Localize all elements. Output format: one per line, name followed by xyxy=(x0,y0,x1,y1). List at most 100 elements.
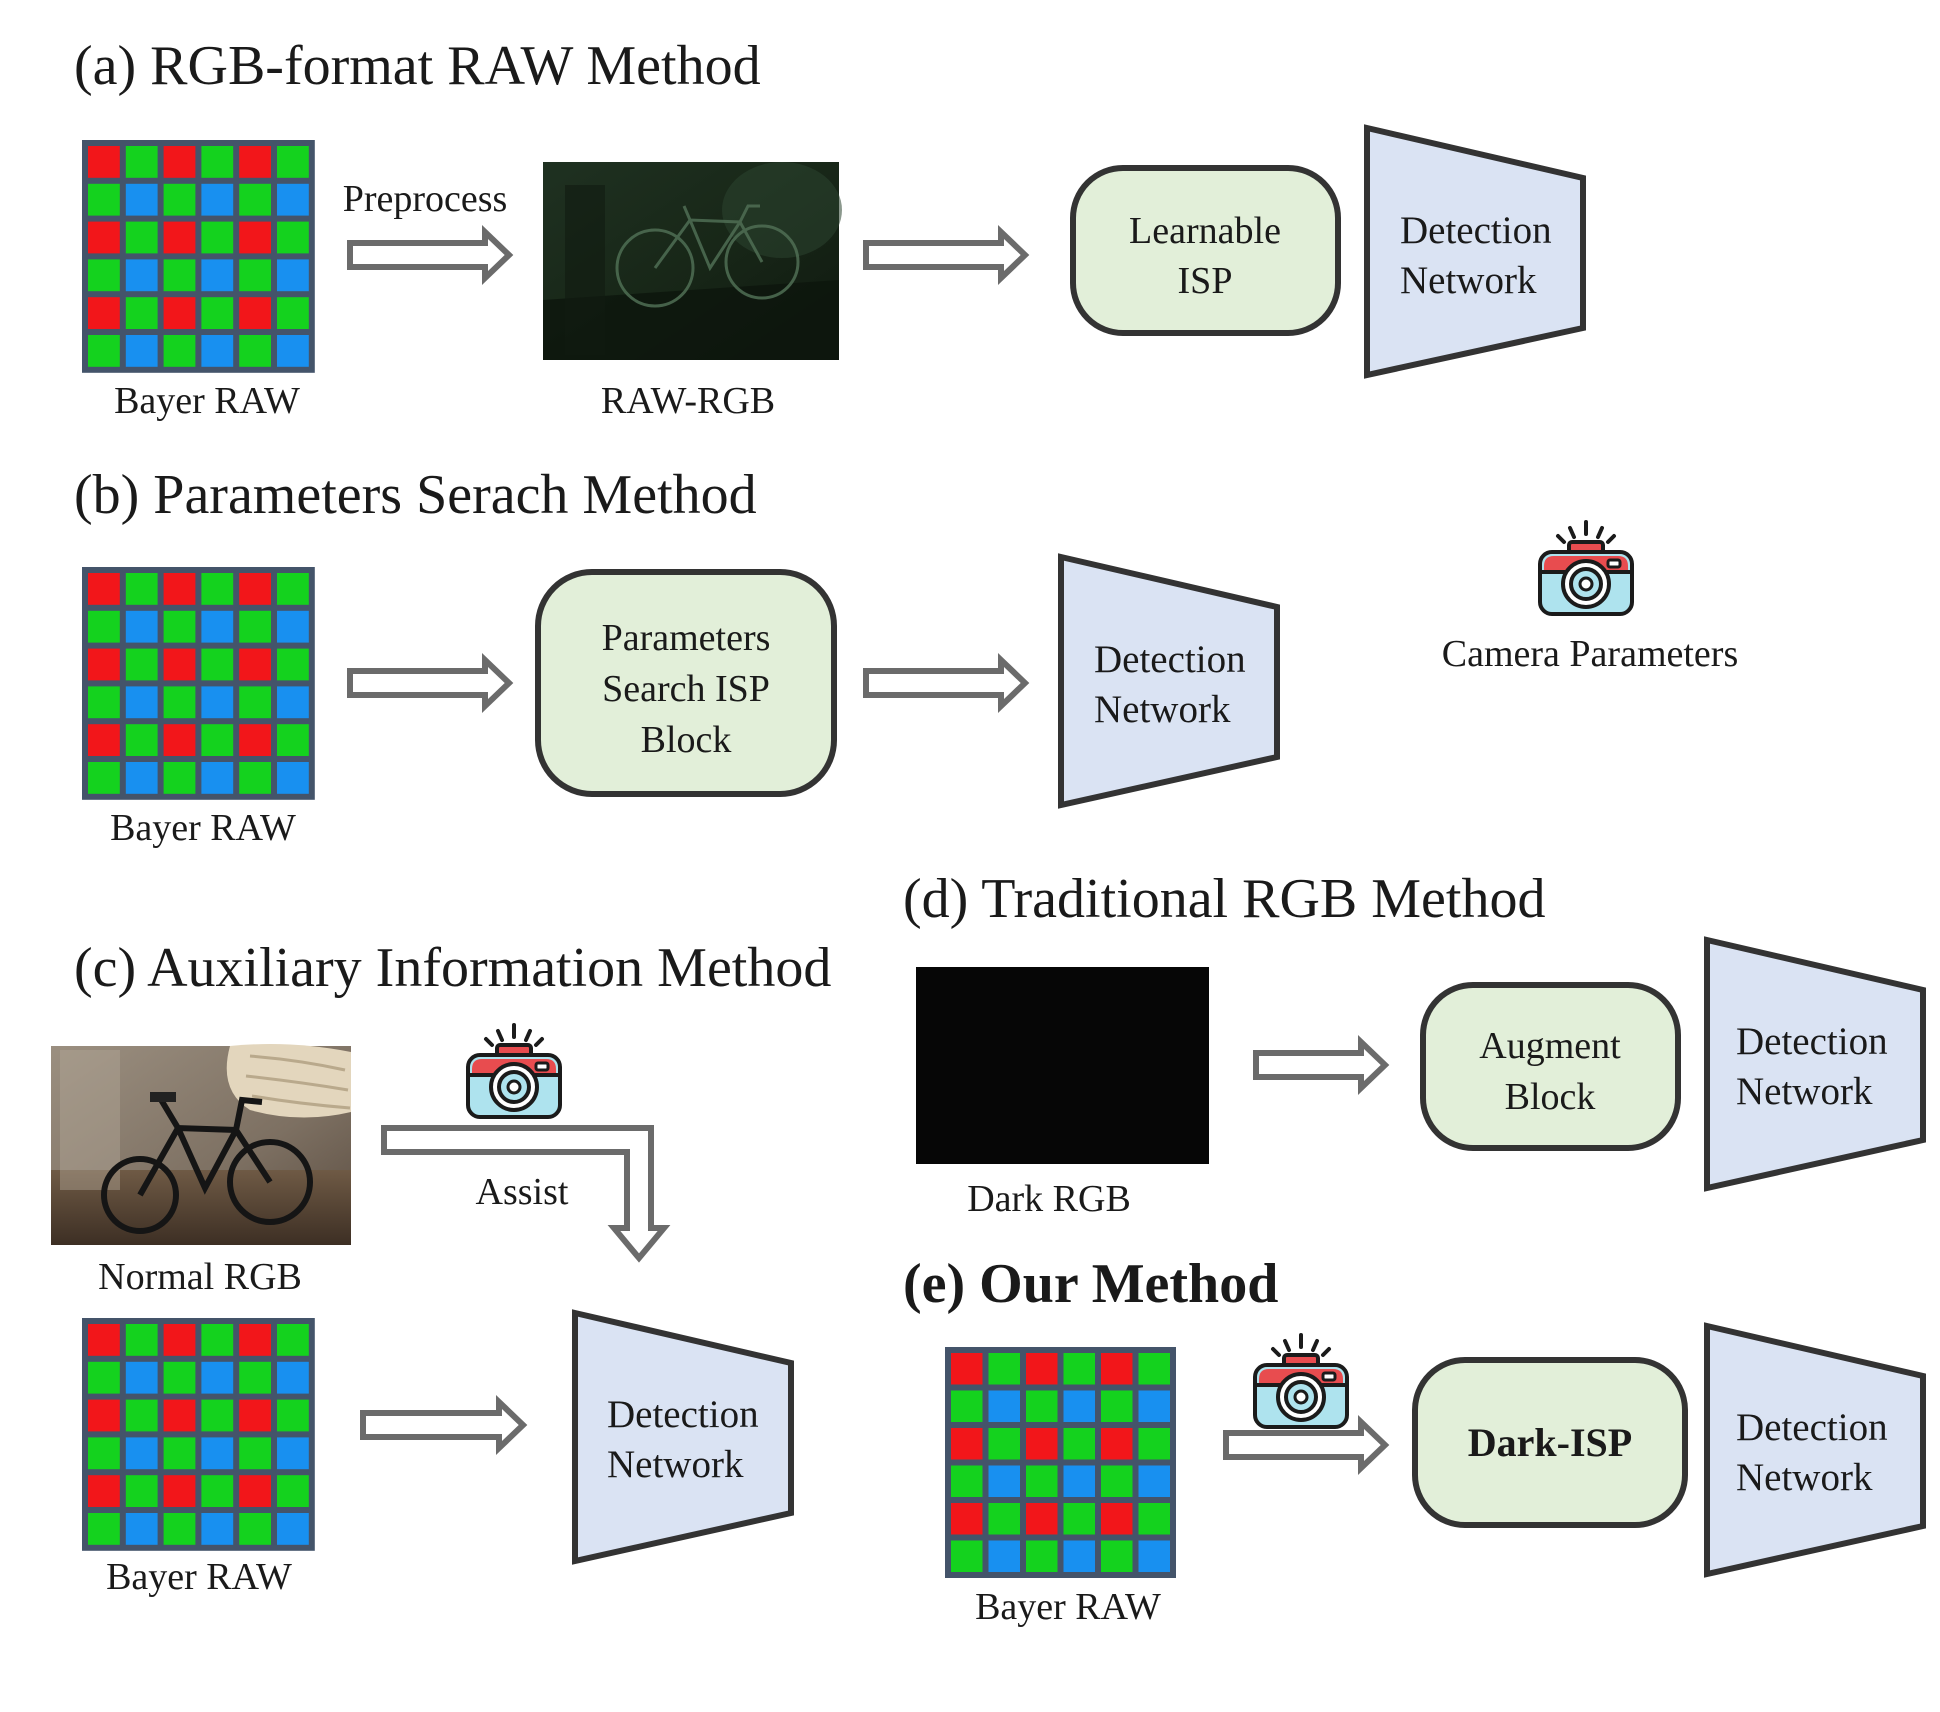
detection-network-e: Detection Network xyxy=(1704,1322,1926,1578)
preprocess-label: Preprocess xyxy=(343,178,508,220)
bayer-caption-b: Bayer RAW xyxy=(110,807,296,849)
bayer-cell xyxy=(239,1437,271,1470)
bayer-cell xyxy=(239,648,271,681)
bayer-cell xyxy=(988,1503,1020,1535)
bayer-cell xyxy=(277,1437,309,1470)
augment-block-line1: Augment xyxy=(1479,1025,1621,1067)
bayer-cell xyxy=(239,573,271,605)
arrow-b-bayer-to-block xyxy=(347,652,514,714)
bayer-cell xyxy=(1138,1353,1170,1385)
dark-isp-block: Dark-ISP xyxy=(1412,1357,1688,1528)
param-block-line1: Parameters xyxy=(602,617,771,659)
bayer-cell xyxy=(239,1361,271,1394)
detect-d-line2: Network xyxy=(1736,1070,1873,1113)
bayer-cell xyxy=(1101,1465,1133,1497)
bayer-cell xyxy=(277,297,309,329)
normal-rgb-caption: Normal RGB xyxy=(98,1256,302,1298)
detect-c-line1: Detection xyxy=(607,1393,759,1436)
bayer-cell xyxy=(1063,1428,1095,1460)
bayer-cell xyxy=(1101,1428,1133,1460)
bayer-cell xyxy=(277,686,309,719)
bayer-cell xyxy=(1026,1503,1058,1535)
bayer-cell xyxy=(125,297,158,329)
bayer-cell xyxy=(163,724,196,756)
bayer-cell xyxy=(88,1437,120,1470)
camera-icon xyxy=(1253,1333,1349,1429)
bayer-cell xyxy=(88,573,120,605)
bayer-cell xyxy=(951,1428,983,1460)
bayer-pattern-b xyxy=(82,567,315,800)
bayer-cell xyxy=(277,1324,309,1356)
bayer-cell xyxy=(163,573,196,605)
bayer-cell xyxy=(277,1399,309,1432)
bayer-cell xyxy=(277,1475,309,1507)
bayer-cell xyxy=(201,335,234,367)
detect-e-line1: Detection xyxy=(1736,1406,1888,1449)
detect-b-line1: Detection xyxy=(1094,638,1246,681)
bayer-cell xyxy=(201,610,234,643)
bayer-cell xyxy=(239,221,271,254)
bayer-cell xyxy=(201,686,234,719)
bayer-cell xyxy=(163,1475,196,1507)
bayer-cell xyxy=(988,1540,1020,1572)
arrow-c-bayer-to-detect xyxy=(360,1394,528,1456)
bayer-cell xyxy=(163,1437,196,1470)
bayer-cell xyxy=(1026,1540,1058,1572)
bayer-cell xyxy=(201,1324,234,1356)
bayer-cell xyxy=(239,1324,271,1356)
bayer-caption-a: Bayer RAW xyxy=(114,380,300,422)
bayer-cell xyxy=(88,297,120,329)
bayer-cell xyxy=(201,724,234,756)
bayer-cell xyxy=(88,146,120,178)
bayer-cell xyxy=(277,573,309,605)
bayer-cell xyxy=(125,1324,158,1356)
bayer-cell xyxy=(163,183,196,216)
dark-rgb-caption: Dark RGB xyxy=(967,1178,1131,1220)
bayer-cell xyxy=(88,335,120,367)
bayer-cell xyxy=(277,648,309,681)
bayer-cell xyxy=(239,686,271,719)
augment-block: Augment Block xyxy=(1420,982,1681,1151)
bayer-cell xyxy=(277,335,309,367)
dark-isp-label: Dark-ISP xyxy=(1468,1420,1632,1465)
bayer-cell xyxy=(88,1324,120,1356)
bayer-cell xyxy=(277,762,309,794)
raw-rgb-image xyxy=(543,162,842,360)
dark-rgb-image xyxy=(916,967,1209,1164)
bayer-cell xyxy=(88,724,120,756)
bayer-cell xyxy=(125,762,158,794)
detection-network-b: Detection Network xyxy=(1058,553,1280,809)
bayer-border xyxy=(82,140,315,373)
bayer-cell xyxy=(988,1353,1020,1385)
augment-block-line2: Block xyxy=(1505,1076,1596,1118)
bayer-cell xyxy=(125,724,158,756)
bayer-cell xyxy=(125,1513,158,1545)
bayer-cell xyxy=(125,648,158,681)
bayer-cell xyxy=(277,610,309,643)
arrow-d-dark-to-augment xyxy=(1253,1034,1390,1096)
assist-label: Assist xyxy=(476,1171,569,1213)
detection-network-c: Detection Network xyxy=(572,1309,794,1565)
bayer-cell xyxy=(988,1465,1020,1497)
section-e-title: (e) Our Method xyxy=(903,1253,1278,1315)
bayer-cell xyxy=(88,648,120,681)
bayer-caption-c: Bayer RAW xyxy=(106,1556,292,1598)
bayer-cell xyxy=(125,573,158,605)
rawrgb-caption: RAW-RGB xyxy=(601,380,775,422)
param-block-line2: Search ISP xyxy=(602,668,770,710)
bayer-cell xyxy=(201,648,234,681)
bayer-cell xyxy=(1101,1390,1133,1422)
learnable-isp-block: Learnable ISP xyxy=(1070,165,1341,336)
bayer-cell xyxy=(951,1540,983,1572)
bayer-pattern-e xyxy=(945,1347,1176,1578)
detect-d-line1: Detection xyxy=(1736,1020,1888,1063)
detection-network-d: Detection Network xyxy=(1704,936,1926,1192)
bayer-cell xyxy=(125,1361,158,1394)
bayer-cell xyxy=(951,1465,983,1497)
bayer-cell xyxy=(125,1399,158,1432)
learnable-isp-line2: ISP xyxy=(1178,260,1233,302)
bayer-cell xyxy=(1138,1465,1170,1497)
bayer-cell xyxy=(1138,1540,1170,1572)
bayer-cell xyxy=(1063,1390,1095,1422)
bayer-cell xyxy=(239,146,271,178)
